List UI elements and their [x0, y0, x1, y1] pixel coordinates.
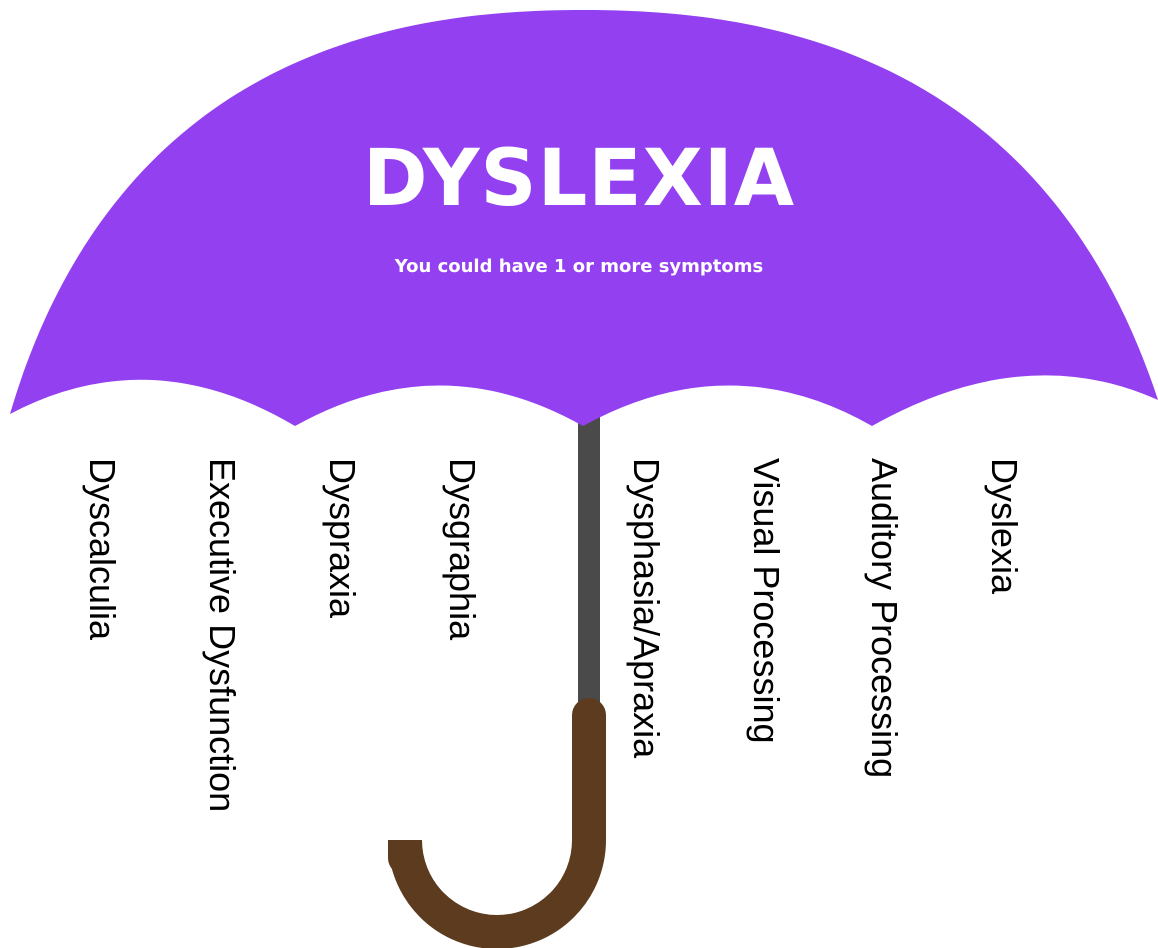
symptom-label-auditory-processing: Auditory Processing: [866, 458, 902, 778]
umbrella-handle: [405, 715, 589, 932]
symptom-label-executive-dysfunction: Executive Dysfunction: [204, 458, 240, 812]
symptom-label-dyscalculia: Dyscalculia: [84, 458, 120, 640]
symptom-label-dysphasia-apraxia: Dysphasia/Apraxia: [628, 458, 664, 758]
diagram-subtitle: You could have 1 or more symptoms: [0, 258, 1158, 276]
diagram-title: DYSLEXIA: [0, 140, 1158, 218]
umbrella-shaft: [578, 405, 600, 725]
symptom-label-dyspraxia: Dyspraxia: [324, 458, 360, 618]
symptom-label-dysgraphia: Dysgraphia: [444, 458, 480, 640]
symptom-label-visual-processing: Visual Processing: [748, 458, 784, 744]
symptom-label-dyslexia: Dyslexia: [986, 458, 1022, 594]
